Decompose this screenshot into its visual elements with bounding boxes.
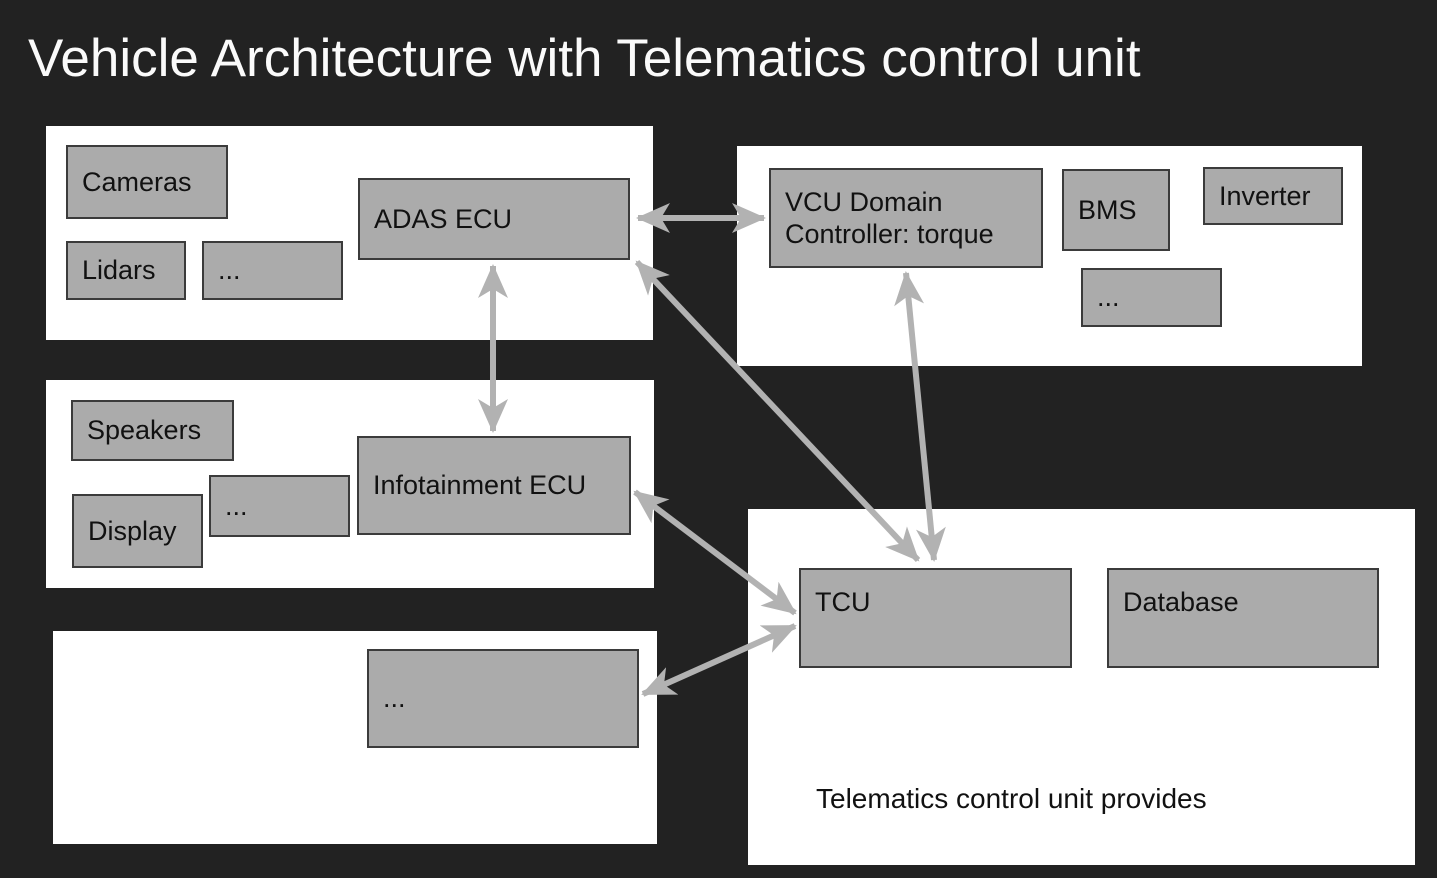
node-powertrain-more: ... (1081, 268, 1222, 327)
node-infotainment-more-label: ... (225, 490, 248, 521)
node-powertrain-more-label: ... (1097, 282, 1120, 313)
node-vcu: VCU Domain Controller: torque (769, 168, 1043, 268)
telematics-note-line-1: Telematics control unit provides (816, 783, 1207, 814)
panel-telematics-domain: TCU Database Telematics control unit pro… (748, 509, 1415, 865)
page-title: Vehicle Architecture with Telematics con… (28, 29, 1141, 88)
node-bms: BMS (1062, 169, 1170, 251)
node-speakers-label: Speakers (87, 415, 202, 446)
node-adas-ecu-label: ADAS ECU (374, 203, 513, 234)
panel-other-domain: ... (53, 631, 657, 844)
node-inverter: Inverter (1203, 167, 1343, 225)
node-infotainment-ecu-label: Infotainment ECU (373, 470, 587, 501)
panel-sensor-domain: Cameras Lidars ... ADAS ECU (46, 126, 653, 340)
node-tcu: TCU (799, 568, 1072, 668)
node-database: Database (1107, 568, 1379, 668)
node-speakers: Speakers (71, 400, 234, 461)
node-infotainment-ecu: Infotainment ECU (357, 436, 631, 535)
telematics-note: Telematics control unit provides connect… (816, 709, 1396, 878)
node-other-more: ... (367, 649, 639, 748)
node-bms-label: BMS (1078, 194, 1137, 225)
node-display: Display (72, 494, 203, 568)
node-vcu-label: VCU Domain Controller: torque (785, 186, 994, 249)
node-infotainment-more: ... (209, 475, 350, 537)
node-display-label: Display (88, 515, 177, 546)
node-sensor-more: ... (202, 241, 343, 300)
node-cameras-label: Cameras (82, 166, 192, 197)
panel-powertrain-domain: VCU Domain Controller: torque BMS Invert… (737, 146, 1362, 366)
node-database-label: Database (1123, 587, 1239, 617)
node-lidars: Lidars (66, 241, 186, 300)
node-sensor-more-label: ... (218, 255, 241, 286)
node-lidars-label: Lidars (82, 255, 156, 286)
panel-infotainment-domain: Speakers Display ... Infotainment ECU (46, 380, 654, 588)
node-tcu-label: TCU (815, 587, 871, 617)
node-inverter-label: Inverter (1219, 180, 1311, 211)
node-other-more-label: ... (383, 683, 406, 714)
node-cameras: Cameras (66, 145, 228, 219)
node-adas-ecu: ADAS ECU (358, 178, 630, 260)
